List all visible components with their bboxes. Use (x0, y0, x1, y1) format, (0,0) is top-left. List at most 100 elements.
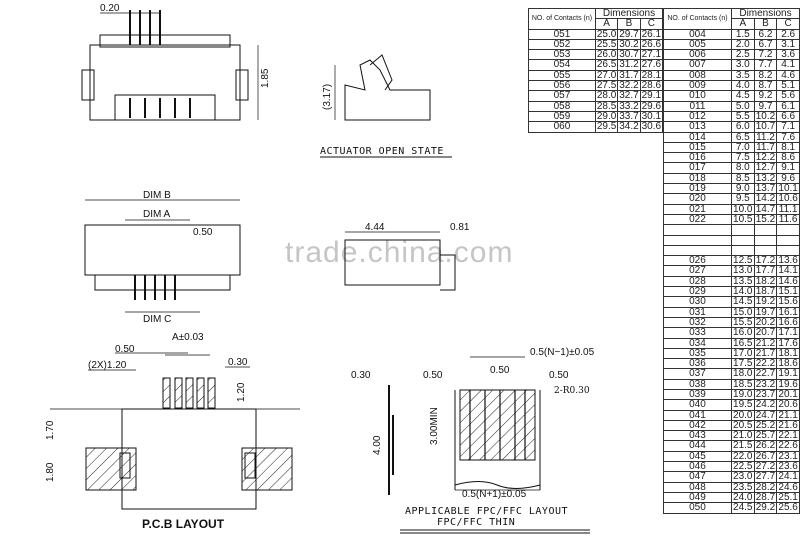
dim-label: DIM B (143, 190, 171, 201)
dim-b-cell: 7.2 (753, 49, 778, 61)
dim-c-cell: 5.1 (776, 80, 800, 92)
contacts-cell: 011 (663, 100, 732, 112)
table-row (663, 244, 800, 257)
dim-b-cell: 25.2 (753, 419, 778, 432)
dim-label: 0.50 (490, 365, 510, 376)
dim-label: 0.30 (228, 357, 248, 368)
dim-a-cell: 27.0 (594, 69, 619, 82)
dim-a-cell: 6.0 (730, 121, 755, 133)
dim-a-cell: 2.5 (730, 49, 755, 61)
dim-a-cell: 29.5 (594, 121, 619, 133)
contacts-cell: 018 (663, 172, 732, 185)
dim-b-cell: 8.7 (753, 80, 778, 92)
caption: P.C.B LAYOUT (142, 517, 225, 531)
contacts-cell: 034 (663, 337, 732, 349)
dim-a-cell: 16.5 (730, 337, 755, 349)
caption: APPLICABLE FPC/FFC LAYOUT (405, 506, 568, 517)
dim-a-cell: 2.0 (730, 38, 755, 51)
contacts-cell (663, 244, 732, 257)
dim-b-cell: 10.2 (753, 110, 778, 123)
dim-b-cell: 24.7 (753, 409, 778, 421)
dim-c-cell: 22.6 (776, 440, 800, 452)
contacts-cell: 019 (663, 183, 732, 195)
dim-a-cell: 21.5 (730, 440, 755, 452)
dim-c-cell: 6.1 (776, 100, 800, 112)
dim-a-cell: 7.0 (730, 141, 755, 154)
dimensions-header: Dimensions (594, 7, 664, 20)
dim-c-cell: 22.1 (776, 430, 800, 442)
dim-c-cell: 23.1 (776, 450, 800, 463)
dim-c-cell: 18.1 (776, 347, 800, 360)
dim-b-cell: 29.2 (753, 502, 778, 514)
dim-c-cell: 26.1 (639, 28, 664, 40)
dim-a-cell: 8.5 (730, 172, 755, 185)
dim-label: 0.50 (549, 370, 569, 381)
dim-b-cell: 29.7 (617, 28, 641, 40)
col-a: A (594, 18, 619, 30)
dim-b-cell: 27.7 (753, 471, 778, 483)
top-view: 0.20 1.85 (81, 3, 271, 121)
dim-b-cell: 32.7 (617, 90, 641, 102)
dim-c-cell (776, 224, 800, 236)
contacts-header: NO. of Contacts (n) (663, 8, 732, 30)
contacts-cell: 027 (663, 265, 732, 277)
dim-b-cell: 26.7 (753, 450, 778, 463)
dim-a-cell: 20.5 (730, 419, 755, 432)
dim-c-cell: 24.1 (776, 471, 800, 483)
contacts-cell: 054 (528, 59, 596, 71)
dim-b-cell: 28.7 (753, 491, 778, 504)
dim-c-cell: 27.1 (639, 49, 664, 61)
dim-a-cell: 23.0 (730, 471, 755, 483)
contacts-cell: 053 (528, 49, 596, 61)
dim-b-cell: 9.7 (753, 100, 778, 112)
dim-b-cell: 24.2 (753, 399, 778, 411)
dim-a-cell: 14.0 (730, 286, 755, 298)
dim-a-cell: 26.0 (594, 49, 619, 61)
dim-b-cell: 11.2 (753, 131, 778, 143)
dim-b-cell (753, 234, 778, 246)
dim-label: 1.80 (45, 462, 56, 482)
dim-label: (3.17) (322, 84, 333, 110)
contacts-cell: 012 (663, 110, 732, 123)
contacts-header: NO. of Contacts (n) (528, 8, 596, 30)
dim-b-cell (753, 224, 778, 236)
dim-c-cell: 28.6 (639, 80, 664, 92)
dim-c-cell: 13.6 (776, 255, 800, 267)
dim-label: 3.00MIN (429, 407, 440, 445)
dim-label: 1.20 (236, 382, 247, 402)
fpc-layout: 0.30 0.50 0.50 0.50 0.5(N−1)±0.05 2-R0.3… (351, 347, 595, 534)
dim-a-cell: 25.5 (594, 38, 619, 51)
dim-a-cell: 24.5 (730, 502, 755, 514)
dim-c-cell: 20.1 (776, 388, 800, 401)
dim-b-cell: 17.7 (753, 265, 778, 277)
dim-c-cell: 30.1 (639, 110, 664, 123)
dim-b-cell: 18.7 (753, 286, 778, 298)
contacts-cell: 058 (528, 100, 596, 112)
dim-a-cell: 3.0 (730, 59, 755, 71)
dim-b-cell: 33.7 (617, 110, 641, 123)
dim-b-cell: 11.7 (753, 141, 778, 154)
dim-c-cell: 3.6 (776, 49, 800, 61)
dim-c-cell: 30.6 (639, 121, 664, 133)
contacts-cell: 050 (663, 502, 732, 514)
dim-label: 4.44 (365, 222, 385, 233)
